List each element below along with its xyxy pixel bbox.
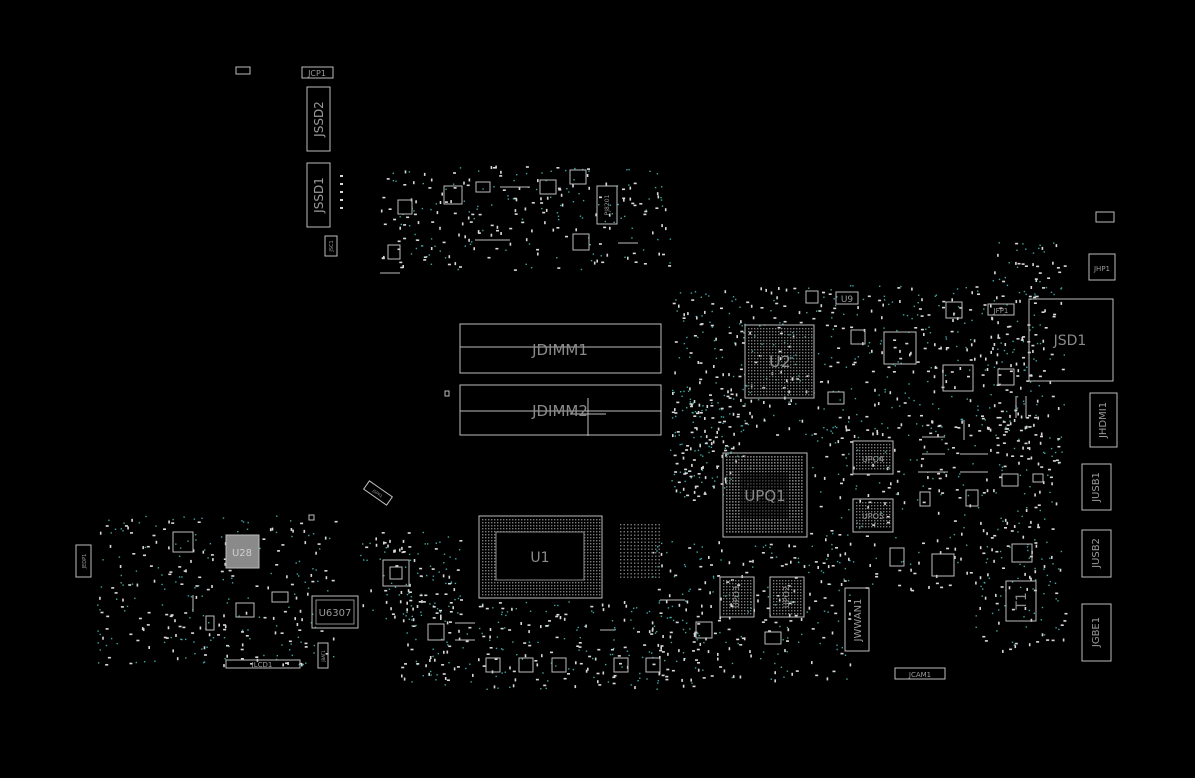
small-pad-top [235,66,251,75]
label-upo2: UPO2 [782,586,791,608]
component-upo4: UPO4 [852,440,894,475]
label-jbat1: JBAT1 [321,650,326,663]
label-upo5: UPO5 [862,512,884,521]
component-jcp1: JCP1 [301,66,334,79]
component-jhdmi1: JHDMI1 [1089,392,1118,448]
label-jdimm1: JDIMM1 [531,341,588,359]
power-cluster-top: PJ8201 [380,169,638,274]
label-jdimm2: JDIMM2 [531,402,588,420]
label-u6307: U6307 [319,608,352,619]
component-jedp1: JEDP1 [75,544,92,578]
component-jdimm2: JDIMM2 [459,384,662,436]
label-pj8201: PJ8201 [604,194,611,215]
component-upo3: UPO3 [719,576,755,618]
component-jusb1: JUSB1 [1081,463,1112,511]
component-jusb2: JUSB2 [1081,529,1112,578]
bga-grid-u2 [748,328,813,396]
label-jwwan1: JWWAN1 [853,599,864,643]
component-jspk1: JSPK1 [362,480,394,506]
label-u2: U2 [769,352,791,371]
label-jlcd1: JLCD1 [251,661,273,669]
label-u1: U1 [530,550,549,566]
component-jssd1: JSSD1 [306,162,331,228]
label-jfp1: JFP1 [993,307,1009,315]
label-u9: U9 [841,295,854,305]
label-jhp1: JHP1 [1093,265,1110,273]
label-jssd2: JSSD2 [312,101,326,138]
smd-pad-field [99,165,1068,690]
component-u2: U2 [744,324,815,399]
bottom-ic-row [427,599,782,673]
label-jsd1: JSD1 [1053,333,1087,349]
label-jedp1: JEDP1 [82,554,88,570]
component-u1: U1 [478,515,603,599]
component-jdimm1: JDIMM1 [459,323,662,374]
label-upo4: UPO4 [862,455,884,464]
component-jwwan1: JWWAN1 [844,587,870,652]
via-field [97,167,1065,690]
component-t1: T1 [1005,580,1037,622]
component-u9: U9 [835,291,859,305]
label-jusb1: JUSB1 [1091,472,1102,503]
component-jsc1: JSC1 [324,235,338,257]
component-u28: U28 [225,534,260,569]
label-jgbe1: JGBE1 [1091,617,1102,648]
component-upo5: UPO5 [852,498,894,533]
component-upq1: UPQ1 [722,452,808,538]
component-jcam1: JCAM1 [894,667,946,680]
component-jfp1: JFP1 [987,303,1015,316]
component-jssd2: JSSD2 [306,86,331,152]
component-jbat1: JBAT1 [317,642,329,669]
label-t1: T1 [1014,592,1030,610]
label-jssd1: JSSD1 [312,177,326,214]
label-jusb2: JUSB2 [1091,538,1102,569]
label-u28: U28 [232,548,252,559]
bga-grid-cpu-side [620,524,660,578]
label-upq1: UPQ1 [744,487,785,505]
label-upo3: UPO3 [732,586,741,608]
component-jgbe1: JGBE1 [1081,603,1112,662]
component-jsd1: JSD1 [1028,298,1114,382]
component-u6307: U6307 [311,595,359,629]
label-jcp1: JCP1 [307,69,326,78]
label-jsc1: JSC1 [329,240,335,252]
label-jspk1: JSPK1 [371,488,384,499]
component-jhp1: JHP1 [1088,253,1116,281]
label-jhdmi1: JHDMI1 [1098,402,1109,439]
component-upo2: UPO2 [769,576,805,618]
label-jcam1: JCAM1 [908,671,931,679]
component-jlcd1: JLCD1 [225,659,301,669]
